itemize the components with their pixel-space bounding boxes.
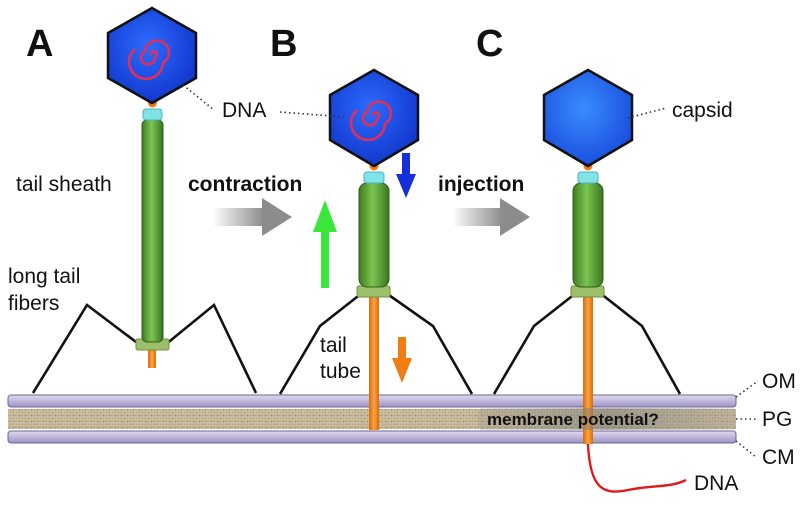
panel-label-b: B	[270, 23, 297, 65]
contraction-arrow-icon	[212, 198, 292, 236]
capsid-head	[328, 68, 420, 168]
dna-label: DNA	[222, 99, 266, 122]
tail-tube-label-line2: tube	[320, 360, 361, 383]
tail-fiber-right	[385, 291, 474, 395]
arrow-down-icon	[392, 337, 412, 383]
arrow-up-icon	[313, 200, 337, 288]
phage-c	[492, 68, 682, 444]
membrane-potential-label: membrane potential?	[487, 410, 659, 429]
long-tail-fibers-label-line2: fibers	[8, 292, 59, 315]
contracted-sheath	[572, 182, 604, 288]
injection-label: injection	[438, 173, 524, 196]
collar	[577, 171, 599, 184]
capsid-leader-line	[627, 107, 667, 119]
om-leader-line	[735, 380, 759, 398]
cytoplasmic-membrane	[7, 430, 737, 444]
contracted-sheath	[358, 182, 390, 288]
empty-capsid	[542, 68, 634, 168]
tail-fiber-right	[599, 291, 682, 395]
tail-sheath-label: tail sheath	[16, 173, 112, 196]
dna-leader-line	[182, 84, 215, 111]
baseplate	[356, 285, 391, 298]
tail-sheath	[141, 119, 164, 343]
contraction-label: contraction	[188, 173, 302, 196]
injected-dna	[586, 443, 687, 493]
arrow-down-icon	[396, 153, 416, 198]
panel-label-a: A	[26, 23, 53, 65]
capsid-head	[106, 6, 198, 105]
pg-label: PG	[762, 408, 792, 431]
injection-arrow-icon	[452, 198, 530, 236]
tail-tube-stub	[148, 348, 156, 368]
membrane-potential-highlight	[478, 408, 736, 430]
panel-label-c: C	[476, 23, 503, 65]
tail-fiber-left	[492, 291, 577, 395]
dna-spiral	[127, 39, 171, 81]
tail-fiber-right	[164, 302, 258, 394]
om-label: OM	[762, 370, 796, 393]
baseplate	[570, 285, 605, 298]
injected-dna-label: DNA	[694, 472, 738, 495]
capsid-label: capsid	[672, 99, 733, 122]
long-tail-fibers-label-line1: long tail	[8, 265, 80, 288]
cm-label: CM	[762, 446, 795, 469]
phage-a	[31, 6, 258, 394]
tail-tube-label-line1: tail	[320, 334, 347, 357]
collar	[363, 171, 385, 184]
dna-leader-line	[279, 111, 346, 118]
dna-spiral	[349, 100, 393, 142]
collar	[142, 108, 163, 121]
cm-leader-line	[735, 440, 757, 458]
tail-tube	[369, 296, 379, 430]
tail-fiber-left	[31, 303, 141, 394]
tail-fiber-left	[278, 291, 363, 395]
phage-b	[278, 68, 474, 430]
tail-tube	[583, 296, 593, 444]
